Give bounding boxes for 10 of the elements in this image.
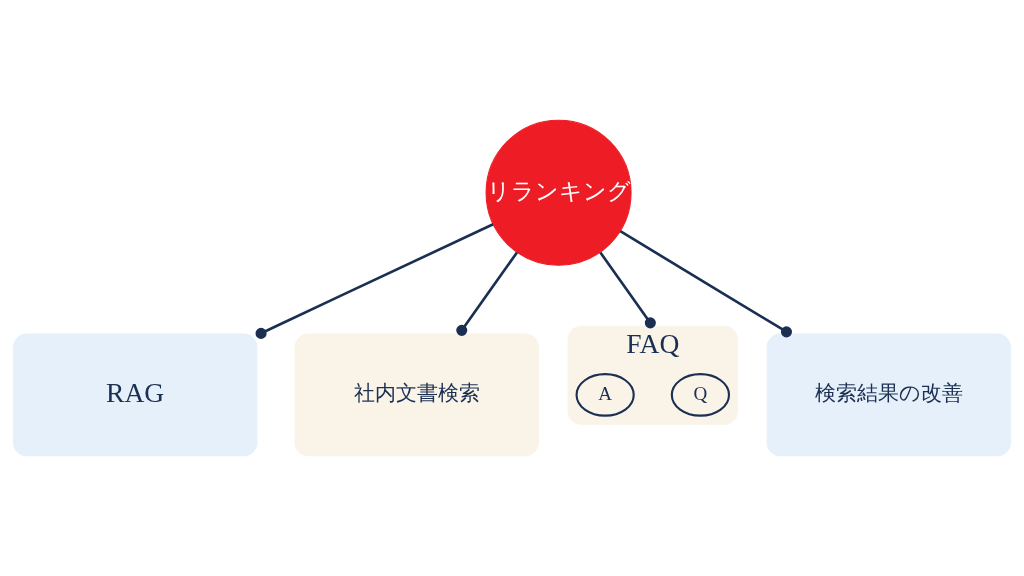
node-box: 社内文書検索 bbox=[294, 333, 539, 457]
node-box: RAG bbox=[12, 333, 258, 457]
connector bbox=[456, 251, 519, 336]
node-circle: リランキング bbox=[485, 119, 632, 266]
node-ellipse: A bbox=[575, 373, 635, 417]
connector bbox=[599, 251, 656, 329]
connector bbox=[619, 230, 792, 338]
node-box: 検索結果の改善 bbox=[766, 333, 1012, 457]
node-ellipse: Q bbox=[670, 373, 731, 417]
connector bbox=[255, 223, 494, 339]
